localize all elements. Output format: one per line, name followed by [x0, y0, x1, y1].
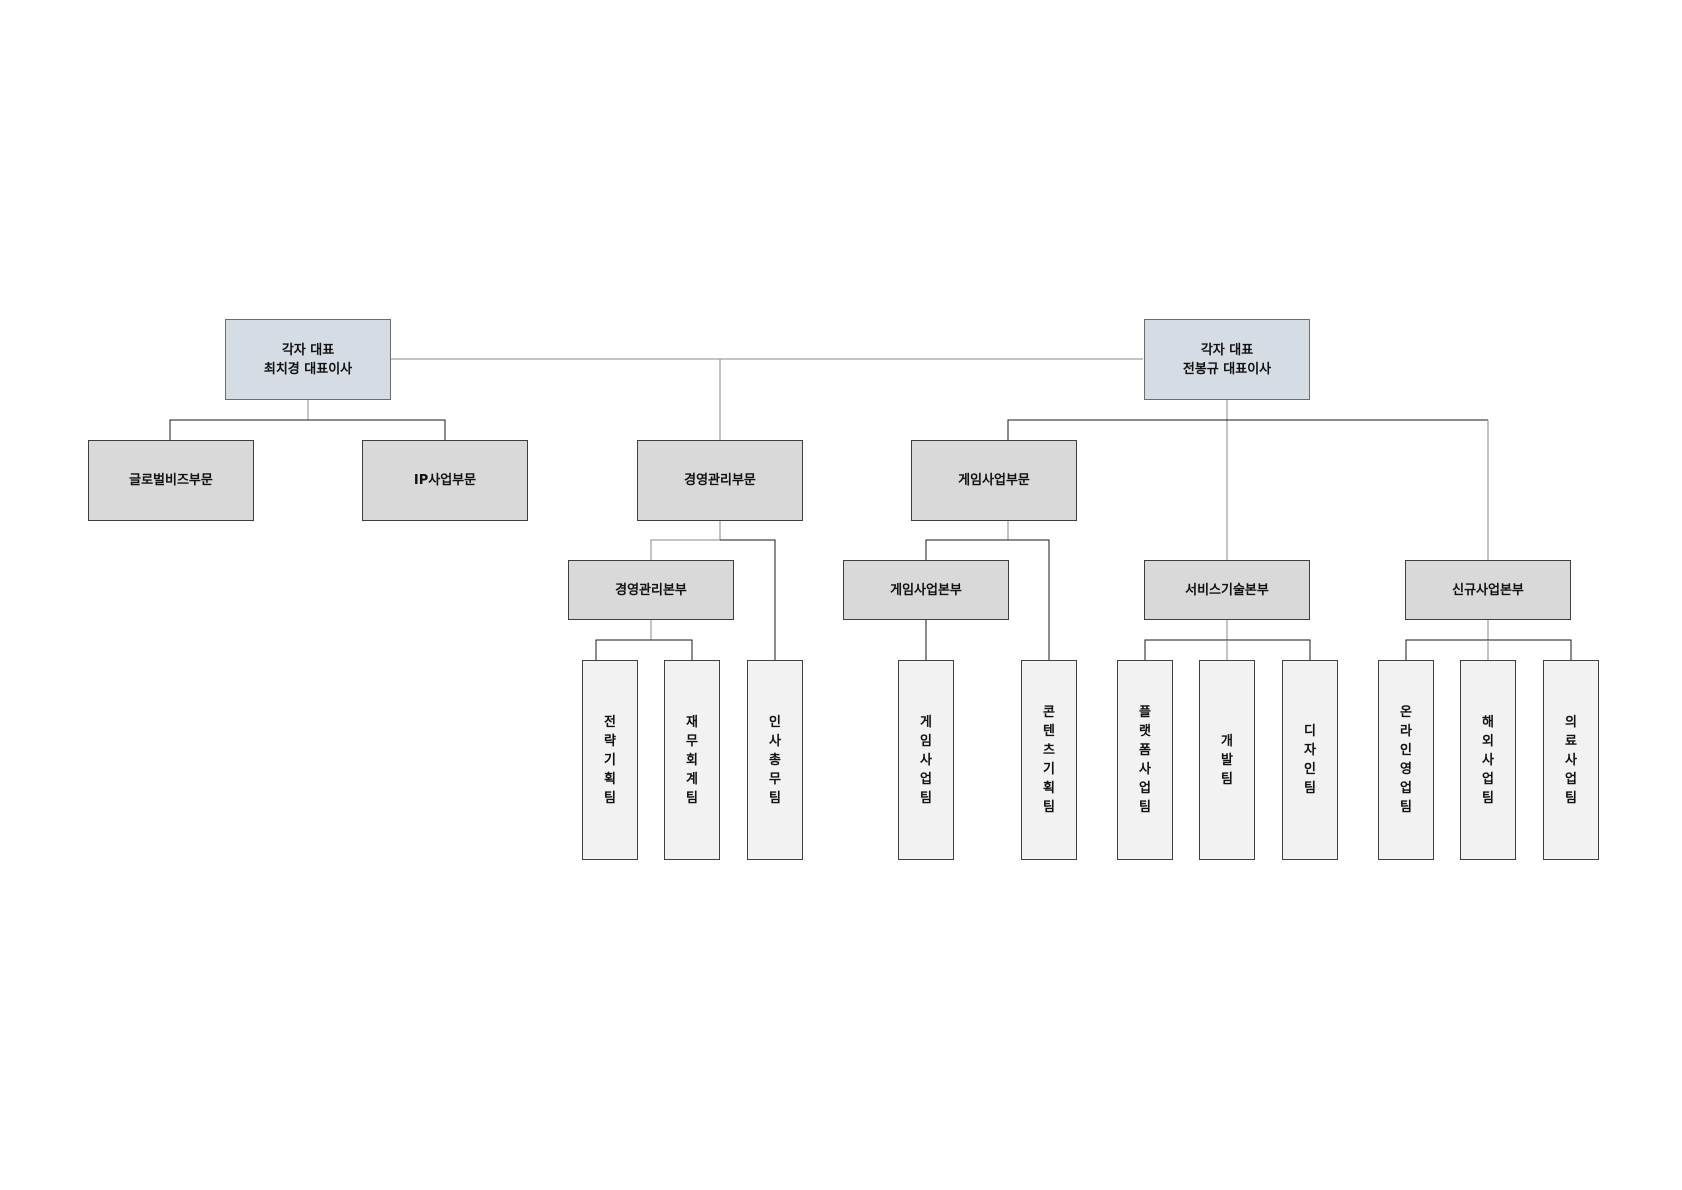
team-medical-biz-label: 의료사업팀 — [1565, 714, 1577, 806]
division-game-label: 게임사업부문 — [958, 473, 1030, 488]
ceo-box-left: 각자 대표 최치경 대표이사 — [225, 319, 391, 400]
connector-game-to-content — [1008, 539, 1050, 660]
hq-management-label: 경영관리본부 — [615, 582, 687, 598]
ceo-left-label: 각자 대표 최치경 대표이사 — [263, 342, 353, 377]
connector-left-ceo-branch — [169, 419, 446, 440]
hq-game-label: 게임사업본부 — [890, 582, 962, 598]
ceo-box-right: 각자 대표 전봉규 대표이사 — [1144, 319, 1310, 400]
team-online-sales-label: 온라인영업팀 — [1400, 705, 1412, 815]
division-management-label: 경영관리부문 — [684, 473, 756, 488]
division-ip-biz: IP사업부문 — [362, 440, 528, 521]
team-hr: 인사총무팀 — [747, 660, 803, 860]
connector-right-ceo-branch — [1007, 419, 1488, 440]
team-platform-biz-label: 플랫폼사업팀 — [1139, 705, 1151, 815]
hq-new-biz-label: 신규사업본부 — [1452, 582, 1524, 598]
team-content-planning: 콘텐츠기획팀 — [1021, 660, 1077, 860]
team-overseas-biz: 해외사업팀 — [1460, 660, 1516, 860]
hq-management: 경영관리본부 — [568, 560, 734, 620]
hq-service-tech: 서비스기술본부 — [1144, 560, 1310, 620]
team-game-biz-label: 게임사업팀 — [920, 714, 932, 806]
division-global-biz: 글로벌비즈부문 — [88, 440, 254, 521]
team-finance-label: 재무회계팀 — [686, 714, 698, 806]
team-development-label: 개발팀 — [1221, 733, 1233, 787]
connector-management-hq-branch — [595, 639, 693, 660]
hq-service-tech-label: 서비스기술본부 — [1185, 582, 1269, 598]
team-medical-biz: 의료사업팀 — [1543, 660, 1599, 860]
connector-management-to-hr — [720, 539, 776, 660]
hq-game: 게임사업본부 — [843, 560, 1009, 620]
division-global-biz-label: 글로벌비즈부문 — [129, 473, 213, 488]
team-design: 디자인팀 — [1282, 660, 1338, 860]
team-content-planning-label: 콘텐츠기획팀 — [1043, 705, 1055, 815]
division-ip-biz-label: IP사업부문 — [413, 473, 477, 488]
team-hr-label: 인사총무팀 — [769, 714, 781, 806]
hq-new-biz: 신규사업본부 — [1405, 560, 1571, 620]
connector-game-to-hq — [925, 539, 1008, 560]
team-overseas-biz-label: 해외사업팀 — [1482, 714, 1494, 806]
team-online-sales: 온라인영업팀 — [1378, 660, 1434, 860]
team-design-label: 디자인팀 — [1304, 724, 1316, 796]
ceo-right-label: 각자 대표 전봉규 대표이사 — [1182, 342, 1272, 377]
team-strategy-label: 전략기획팀 — [604, 714, 616, 806]
team-platform-biz: 플랫폼사업팀 — [1117, 660, 1173, 860]
team-game-biz: 게임사업팀 — [898, 660, 954, 860]
division-management: 경영관리부문 — [637, 440, 803, 521]
division-game: 게임사업부문 — [911, 440, 1077, 521]
team-finance: 재무회계팀 — [664, 660, 720, 860]
team-development: 개발팀 — [1199, 660, 1255, 860]
connector-management-to-hq — [650, 539, 720, 560]
team-strategy: 전략기획팀 — [582, 660, 638, 860]
